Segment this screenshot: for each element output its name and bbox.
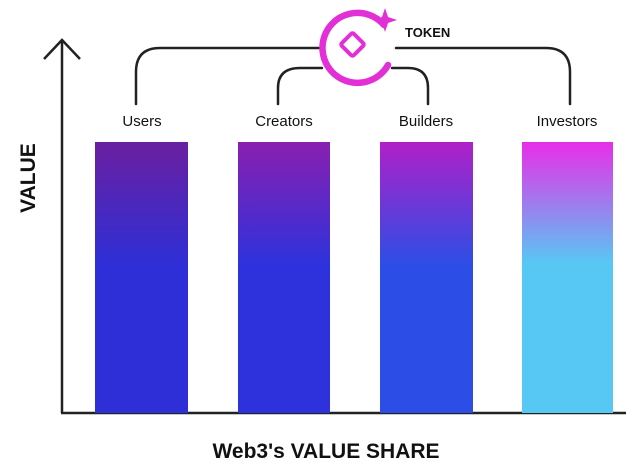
token-sparkle-icon [373, 8, 397, 32]
token-connectors [134, 46, 572, 106]
token-icon [319, 8, 397, 87]
bar-creators [238, 142, 330, 413]
group-label-creators: Creators [255, 113, 313, 130]
y-axis-arrow [43, 38, 81, 60]
x-axis-label: Web3's VALUE SHARE [212, 440, 439, 463]
bar-builders [380, 142, 473, 413]
group-label-investors: Investors [537, 113, 598, 130]
group-label-builders: Builders [399, 113, 453, 130]
connector-users-investors [134, 46, 572, 106]
group-label-users: Users [122, 113, 161, 130]
token-ring [319, 9, 392, 87]
connector-creators-builders [276, 66, 430, 106]
bar-users [95, 142, 188, 413]
bar-investors [522, 142, 613, 413]
token-label: TOKEN [405, 25, 450, 40]
y-axis-label: VALUE [17, 143, 40, 213]
token-diamond [339, 31, 366, 58]
